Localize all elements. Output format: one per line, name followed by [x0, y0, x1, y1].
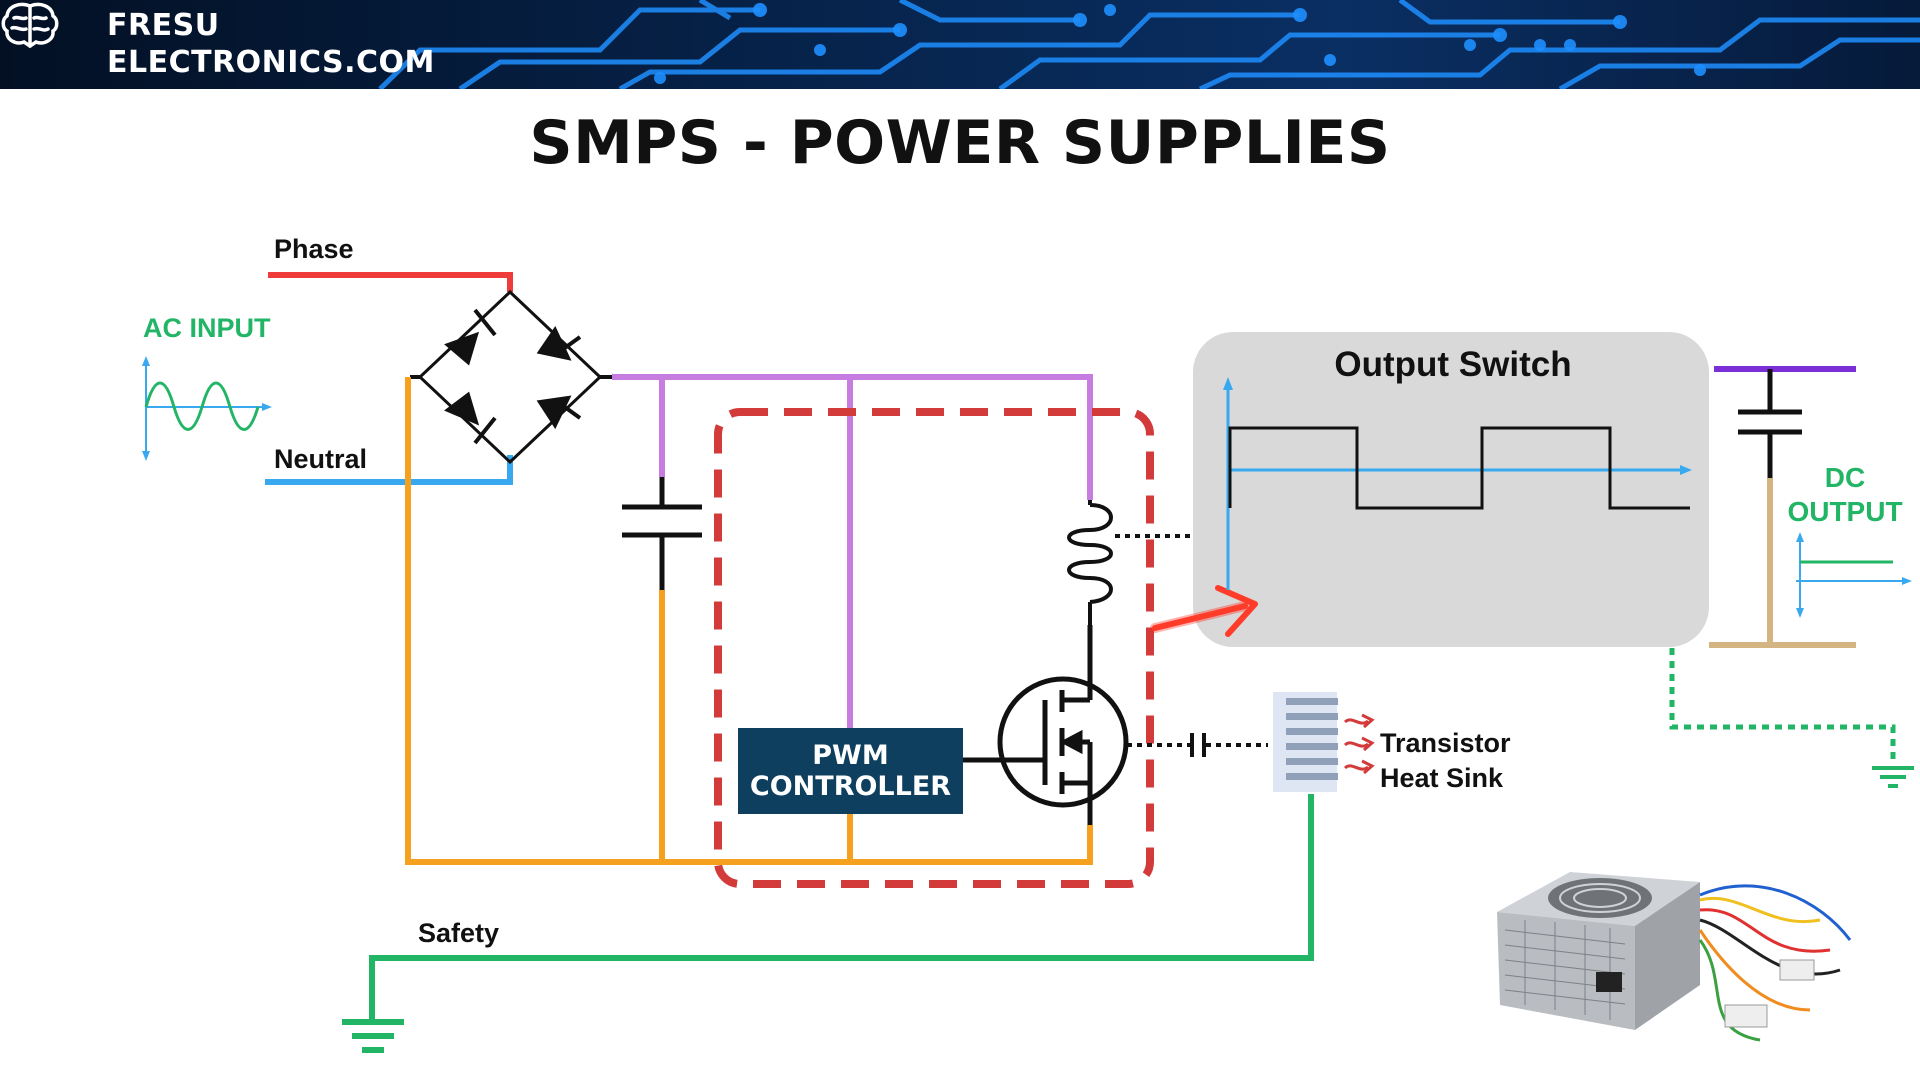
low-side-rail [405, 377, 1093, 865]
high-side-rail [612, 374, 1093, 500]
pwm-controller-box: PWM CONTROLLER [738, 728, 963, 814]
power-supply-unit-icon [1497, 872, 1852, 1042]
ac-input-label: AC INPUT [143, 313, 271, 343]
dc-output-graph [1796, 532, 1912, 618]
red-arrow-icon [1150, 585, 1258, 637]
pwm-label-line-1: PWM [812, 740, 889, 771]
brand-name-line-2: ELECTRONICS.COM [107, 45, 435, 80]
output-capacitor [1738, 369, 1802, 478]
output-switch-title: Output Switch [1334, 345, 1572, 384]
output-ground-icon [1872, 766, 1914, 788]
ground-symbol-icon [342, 1019, 404, 1053]
transistor-label-line-1: Transistor [1380, 728, 1511, 758]
mosfet-heatsink-link [1127, 733, 1268, 757]
neutral-label: Neutral [274, 444, 367, 474]
page-title: SMPS - POWER SUPPLIES [529, 108, 1391, 178]
safety-wire [369, 794, 1314, 1020]
ac-input-graph [142, 356, 272, 461]
safety-label: Safety [418, 918, 499, 948]
bridge-rectifier [410, 289, 612, 465]
dc-negative-wire [1709, 478, 1856, 648]
dc-output-label-line-2: OUTPUT [1787, 496, 1902, 527]
brain-icon [1, 2, 59, 48]
transistor-label-line-2: Heat Sink [1380, 763, 1504, 793]
dc-output-label-line-1: DC [1825, 462, 1865, 493]
heat-sink-icon [1273, 692, 1338, 792]
phase-wire [268, 272, 513, 292]
heat-waves-icon [1343, 713, 1375, 775]
inductor [1067, 500, 1113, 625]
output-ground-wire [1669, 648, 1896, 765]
brand-name-line-1: FRESU [107, 8, 220, 43]
circuit-board-pattern [378, 0, 1920, 89]
pwm-label-line-2: CONTROLLER [749, 771, 952, 802]
header-banner: FRESU ELECTRONICS.COM [0, 0, 1920, 89]
phase-label: Phase [274, 234, 354, 264]
switching-waveform [1223, 377, 1692, 590]
mosfet-icon [963, 625, 1129, 825]
switching-stage-border [714, 408, 1154, 888]
output-switch-panel [1193, 332, 1709, 647]
bulk-capacitor [622, 477, 702, 590]
